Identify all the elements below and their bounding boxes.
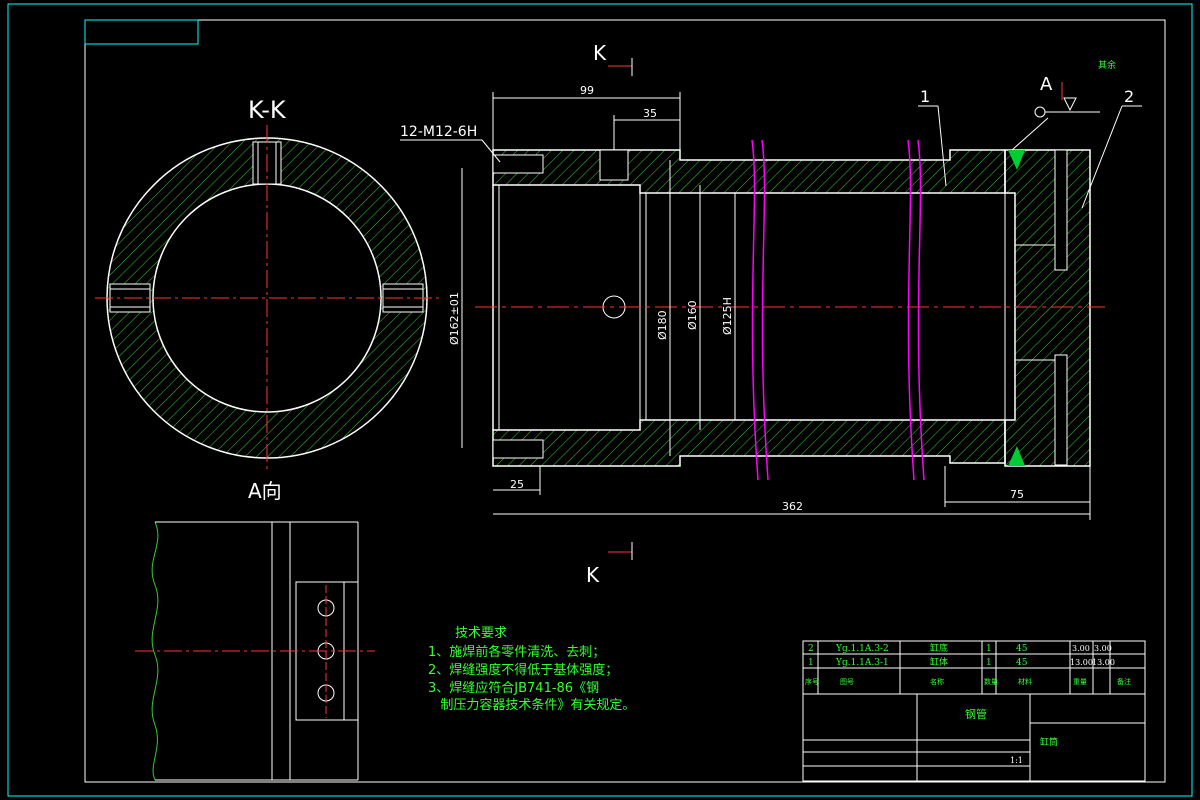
port-top bbox=[599, 149, 629, 181]
row1-name: 缸体 bbox=[930, 656, 948, 668]
dim-25: 25 bbox=[510, 478, 524, 491]
view-label: A向 bbox=[248, 479, 282, 503]
drawing-name: 钢管 bbox=[965, 707, 987, 721]
wall-top bbox=[492, 149, 1006, 194]
hdr-qty: 数量 bbox=[984, 677, 998, 686]
thread-hole-top bbox=[492, 154, 544, 174]
hdr-mat: 材料 bbox=[1018, 677, 1032, 686]
thread-callout: 12-M12-6H bbox=[400, 124, 477, 140]
tech-heading: 技术要求 bbox=[455, 626, 507, 641]
row2-qty: 1 bbox=[986, 644, 992, 654]
hdr-weight: 重量 bbox=[1073, 678, 1087, 686]
view-a bbox=[135, 521, 375, 781]
wall-bottom bbox=[492, 419, 1006, 467]
row1-w2: 13.00 bbox=[1092, 658, 1115, 667]
row1-qty: 1 bbox=[986, 658, 992, 668]
end-cap bbox=[1004, 149, 1091, 467]
cut-marker-top: K bbox=[593, 41, 607, 65]
arrow-marker: A bbox=[1040, 74, 1053, 95]
scale-value: 1:1 bbox=[1010, 756, 1023, 765]
row1-no: 1 bbox=[808, 658, 814, 668]
section-kk: K-K A向 bbox=[95, 96, 440, 503]
dim-162: Ø162±01 bbox=[448, 292, 461, 345]
row1-w1: 13.00 bbox=[1070, 658, 1093, 667]
dim-99: 99 bbox=[580, 84, 594, 97]
hdr-code: 图号 bbox=[840, 678, 854, 686]
dim-125: Ø125H bbox=[721, 297, 734, 335]
row2-code: Yg.1.1A.3-2 bbox=[835, 644, 889, 654]
tech-item-4: 制压力容器技术条件》有关规定。 bbox=[428, 697, 635, 713]
row1-code: Yg.1.1A.3-1 bbox=[835, 658, 889, 668]
weld-top bbox=[1008, 150, 1025, 170]
cut-marker-bottom: K bbox=[586, 563, 600, 587]
dim-160: Ø160 bbox=[686, 300, 699, 330]
roughness-note: 其余 bbox=[1098, 59, 1116, 71]
dim-35: 35 bbox=[643, 107, 657, 120]
drawing-frame bbox=[84, 19, 1166, 783]
hdr-no: 序号 bbox=[805, 677, 819, 686]
sheet-border bbox=[7, 3, 1193, 797]
row2-name: 缸底 bbox=[930, 642, 948, 654]
thread-hole-bottom bbox=[492, 439, 544, 459]
company-name: 缸筒 bbox=[1040, 736, 1058, 748]
hdr-remark: 备注 bbox=[1117, 677, 1131, 686]
tech-item-1: 1、施焊前各零件清洗、去刺； bbox=[428, 644, 605, 660]
title-block: 2 Yg.1.1A.3-2 缸底 1 45 3.00 3.00 1 Yg.1.1… bbox=[802, 640, 1146, 782]
main-section: 99 35 25 75 362 Ø162±01 Ø180 Ø160 Ø125H … bbox=[400, 41, 1142, 587]
row2-w2: 3.00 bbox=[1094, 644, 1112, 653]
weld-bottom bbox=[1008, 446, 1025, 466]
row2-no: 2 bbox=[808, 644, 814, 654]
dim-362: 362 bbox=[782, 500, 803, 513]
dim-75: 75 bbox=[1010, 488, 1024, 501]
tech-notes: 技术要求 1、施焊前各零件清洗、去刺； 2、焊缝强度不得低于基体强度； 3、焊缝… bbox=[428, 626, 635, 713]
break-line bbox=[151, 521, 159, 781]
row1-mat: 45 bbox=[1016, 658, 1028, 668]
callout-2: 2 bbox=[1124, 87, 1134, 106]
row2-w1: 3.00 bbox=[1072, 644, 1090, 653]
row2-mat: 45 bbox=[1016, 644, 1028, 654]
tech-item-2: 2、焊缝强度不得低于基体强度； bbox=[428, 662, 618, 678]
callout-1: 1 bbox=[920, 87, 930, 106]
section-title: K-K bbox=[248, 96, 287, 124]
dim-180: Ø180 bbox=[656, 310, 669, 340]
hdr-name: 名称 bbox=[930, 677, 944, 686]
tech-item-3: 3、焊缝应符合JB741-86《钢 bbox=[428, 680, 599, 696]
corner-box bbox=[84, 19, 199, 45]
